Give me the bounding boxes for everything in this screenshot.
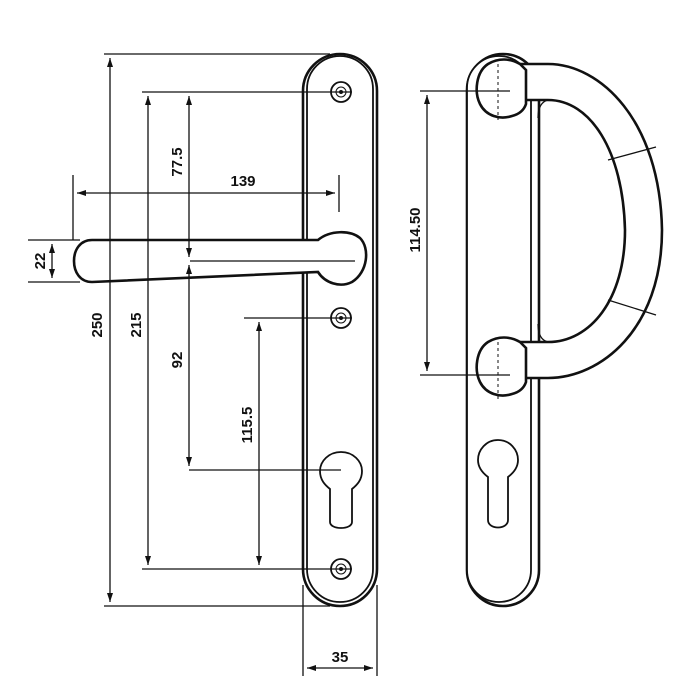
label-77-5: 77.5 xyxy=(169,147,186,176)
dimension-overall-height: 250 xyxy=(89,53,330,607)
label-92: 92 xyxy=(169,352,186,369)
bottom-rose xyxy=(475,336,528,397)
dimension-plate-width: 35 xyxy=(302,585,378,676)
lever-handle-front-view: 250 215 77.5 92 115.5 xyxy=(28,52,379,676)
dimension-lock-to-bottom: 115.5 xyxy=(239,317,352,565)
label-115-5: 115.5 xyxy=(239,407,256,444)
label-215: 215 xyxy=(128,312,145,337)
dimension-top-to-lever: 77.5 xyxy=(169,96,192,257)
dimension-lever-projection: 139 xyxy=(72,173,340,240)
label-250: 250 xyxy=(89,312,106,337)
dimension-lever-thickness: 22 xyxy=(28,239,80,283)
dimension-lever-to-keyhole: 92 xyxy=(169,265,341,471)
label-22: 22 xyxy=(32,253,49,270)
lever-arm xyxy=(72,230,368,286)
pull-euro-keyhole xyxy=(477,439,519,529)
label-35: 35 xyxy=(332,649,349,666)
label-114-50: 114.50 xyxy=(407,207,424,252)
label-139: 139 xyxy=(230,173,255,190)
dimension-fixing-centres: 215 xyxy=(128,91,352,570)
pull-handle-side-view: 114.50 xyxy=(407,52,664,608)
top-rose xyxy=(475,58,528,119)
dimension-pull-centres: 114.50 xyxy=(407,90,510,376)
